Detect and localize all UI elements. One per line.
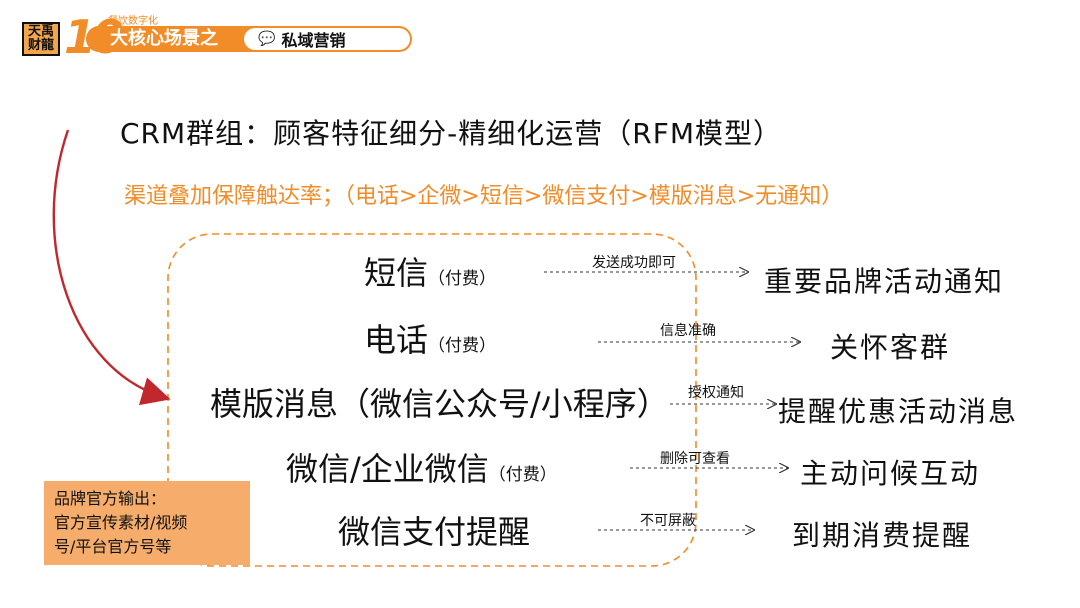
channel-wechat-label: 微信/企业微信	[286, 450, 489, 488]
header-small-text: 餐饮数字化	[108, 16, 158, 27]
condition-sms: 发送成功即可	[592, 255, 676, 271]
logo-bottom-text: 财龍	[27, 38, 54, 53]
result-sms: 重要品牌活动通知	[764, 265, 1005, 298]
brand-line-3: 号/平台官方号等	[54, 537, 172, 556]
condition-wechat: 删除可查看	[660, 451, 730, 467]
channel-phone-note: （付费）	[428, 336, 497, 356]
channel-phone-label: 电话	[364, 321, 429, 359]
channel-template-label: 模版消息（微信公众号/小程序）	[210, 385, 669, 423]
brand-logo: 天禹 财龍	[22, 22, 60, 56]
channel-template: 模版消息（微信公众号/小程序）	[210, 386, 669, 422]
channel-wechat-pay: 微信支付提醒	[338, 514, 530, 550]
page-title: CRM群组：顾客特征细分-精细化运营（RFM模型）	[120, 117, 782, 150]
header-section-pill: 💬 私域营销	[244, 28, 410, 50]
channel-wechat-pay-label: 微信支付提醒	[338, 513, 531, 551]
header-number: 10	[64, 10, 124, 64]
result-wechat: 主动问候互动	[800, 457, 981, 490]
channel-sms-label: 短信	[364, 254, 429, 292]
header-main-text: 大核心场景之	[110, 28, 218, 49]
result-wechat-pay: 到期消费提醒	[792, 519, 973, 552]
brand-line-1: 品牌官方输出：	[54, 489, 167, 508]
condition-template: 授权通知	[688, 385, 744, 401]
header-section-text: 私域营销	[281, 31, 346, 50]
logo-top-text: 天禹	[27, 24, 54, 39]
result-phone: 关怀客群	[830, 331, 951, 364]
page-subtitle: 渠道叠加保障触达率；（电话>企微>短信>微信支付>模版消息>无通知）	[124, 184, 844, 209]
result-template: 提醒优惠活动消息	[778, 395, 1019, 428]
curved-red-arrow	[52, 129, 171, 406]
channel-phone: 电话（付费）	[364, 322, 496, 364]
chat-bubble-icon: 💬	[258, 31, 276, 47]
channel-wechat-note: （付费）	[488, 465, 557, 485]
channel-sms-note: （付费）	[428, 269, 497, 289]
condition-wechat-pay: 不可屏蔽	[640, 513, 696, 529]
channel-sms: 短信（付费）	[364, 255, 496, 297]
condition-phone: 信息准确	[660, 323, 716, 339]
channel-wechat: 微信/企业微信（付费）	[286, 451, 557, 493]
brand-output-box: 品牌官方输出： 官方宣传素材/视频 号/平台官方号等	[44, 481, 250, 565]
brand-line-2: 官方宣传素材/视频	[54, 513, 188, 532]
